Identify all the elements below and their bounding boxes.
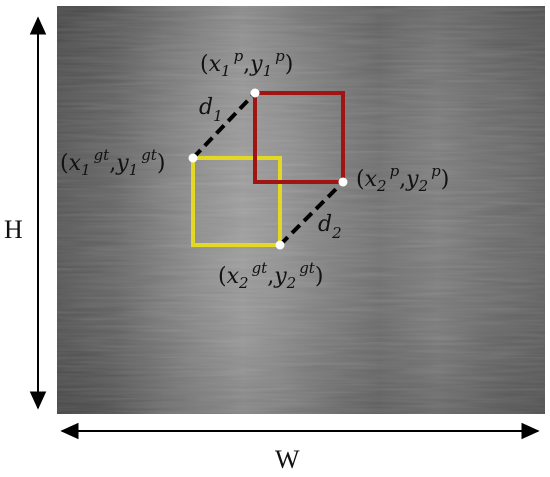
d1-sub: 1 — [213, 107, 223, 125]
gt-top-left-coord-label: (x1gt,y1gt) — [60, 146, 165, 179]
width-label: W — [275, 445, 300, 474]
d2-label: d2 — [318, 212, 342, 242]
pred-bottom-right-coord-label: (x2p,y2p) — [356, 162, 449, 195]
d2-sub: 2 — [331, 224, 342, 242]
d1-base: d — [199, 95, 213, 120]
distance-line-d1 — [191, 91, 257, 160]
pred-top-left-coord-label: (x1p,y1p) — [200, 47, 293, 80]
pred-bottom-right-point — [338, 177, 348, 187]
gt-top-left-point — [188, 153, 198, 163]
height-label: H — [4, 215, 23, 244]
background-image — [57, 6, 545, 414]
gt-bottom-right-point — [275, 240, 285, 250]
d1-label: d1 — [199, 95, 223, 125]
distance-line-d2 — [278, 180, 345, 247]
pred-top-left-point — [250, 88, 260, 98]
d2-base: d — [318, 212, 332, 237]
predicted-box — [253, 91, 345, 184]
ground-truth-box — [191, 156, 282, 247]
gt-bottom-right-coord-label: (x2gt,y2gt) — [218, 259, 323, 292]
